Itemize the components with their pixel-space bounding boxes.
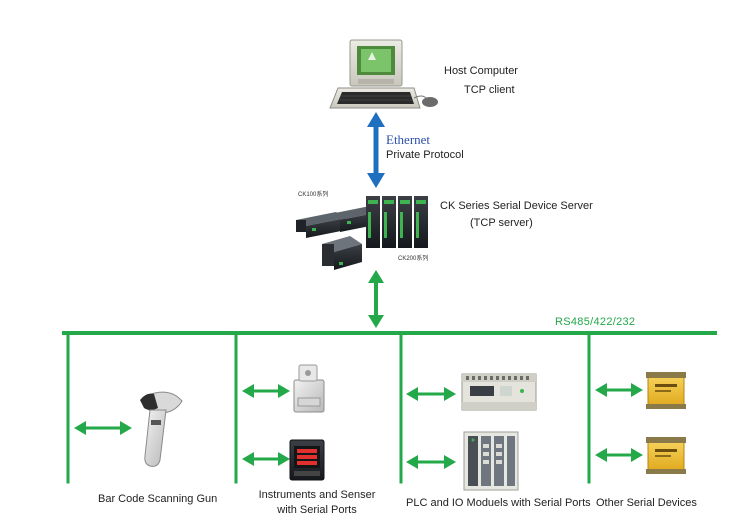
- serial-device-icon: [646, 437, 686, 474]
- ethernet-link-arrow: [367, 112, 385, 188]
- plc-label: PLC and IO Moduels with Serial Ports: [406, 497, 591, 509]
- other-devices-label: Other Serial Devices: [596, 497, 697, 509]
- server-title: CK Series Serial Device Server: [440, 200, 593, 212]
- bus-label: RS485/422/232: [555, 316, 636, 328]
- instruments-label-line2: with Serial Ports: [277, 504, 357, 516]
- io-module-icon: [463, 431, 519, 491]
- host-computer-title: Host Computer: [444, 65, 518, 77]
- ck200-device-icon: [366, 196, 428, 248]
- ethernet-label: Ethernet: [386, 132, 431, 147]
- sensor-box-icon: [293, 364, 325, 413]
- host-computer-icon: [329, 39, 438, 109]
- ck100-tag: CK100系列: [298, 192, 329, 198]
- branch-arrows: [74, 383, 643, 469]
- protocol-label: Private Protocol: [386, 149, 464, 161]
- host-computer-subtitle: TCP client: [464, 84, 515, 96]
- instruments-label-line1: Instruments and Senser: [258, 489, 376, 501]
- ck200-tag: CK200系列: [398, 256, 429, 262]
- barcode-scanner-icon: [140, 391, 183, 467]
- server-subtitle: (TCP server): [470, 217, 533, 229]
- server-bus-arrow: [368, 270, 384, 328]
- plc-icon: [461, 373, 537, 411]
- serial-device-icon: [646, 372, 686, 409]
- rs485-bus-line: [62, 331, 717, 484]
- barcode-label: Bar Code Scanning Gun: [98, 493, 218, 505]
- panel-meter-icon: [289, 439, 325, 481]
